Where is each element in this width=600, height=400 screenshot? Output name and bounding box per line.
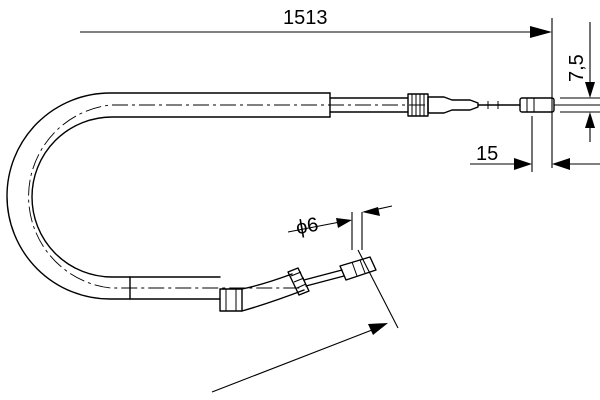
length-arrowhead	[530, 26, 552, 38]
top-cable-end	[329, 93, 600, 117]
length-label: 1513	[283, 7, 328, 29]
dimension-bottom-end	[211, 249, 399, 393]
sheath-inner	[31, 116, 331, 278]
curved-sheath-lower	[241, 289, 305, 312]
end-length-label: 15	[476, 143, 498, 165]
dimension-length: 1513	[80, 7, 553, 168]
diameter-leader	[287, 221, 341, 233]
crimp-collar	[219, 288, 243, 312]
end-ferrule	[519, 97, 555, 113]
end-length-arrowhead-right	[552, 158, 570, 170]
sheath-centerline	[28, 104, 425, 289]
bare-wire-bottom-2	[305, 275, 345, 287]
cable-sheath	[6, 92, 425, 300]
diameter-label: ϕ6	[294, 214, 320, 240]
bottom-cable-end	[219, 256, 377, 312]
offset-arrowhead-top	[585, 82, 595, 98]
clevis-end	[339, 256, 377, 281]
end-fitting	[287, 267, 310, 296]
curved-sheath-upper	[241, 273, 293, 290]
bottom-end-arrowhead	[368, 323, 388, 335]
end-length-arrowhead-left	[514, 158, 532, 170]
offset-label: 7,5	[566, 54, 588, 82]
bottom-end-dimension-line	[211, 329, 373, 393]
diameter-arrowhead-left	[336, 218, 352, 228]
tapered-sleeve	[427, 96, 479, 114]
bare-wire-bottom	[303, 269, 343, 281]
dimension-diameter: ϕ6	[287, 205, 393, 250]
diameter-arrowhead-right	[362, 207, 380, 216]
sheath-outer	[6, 92, 331, 300]
offset-arrowhead-bottom	[585, 112, 595, 128]
dimension-offset: 7,5	[560, 22, 600, 142]
dimension-end-length: 15	[470, 116, 600, 172]
bottom-end-extension	[357, 249, 399, 329]
